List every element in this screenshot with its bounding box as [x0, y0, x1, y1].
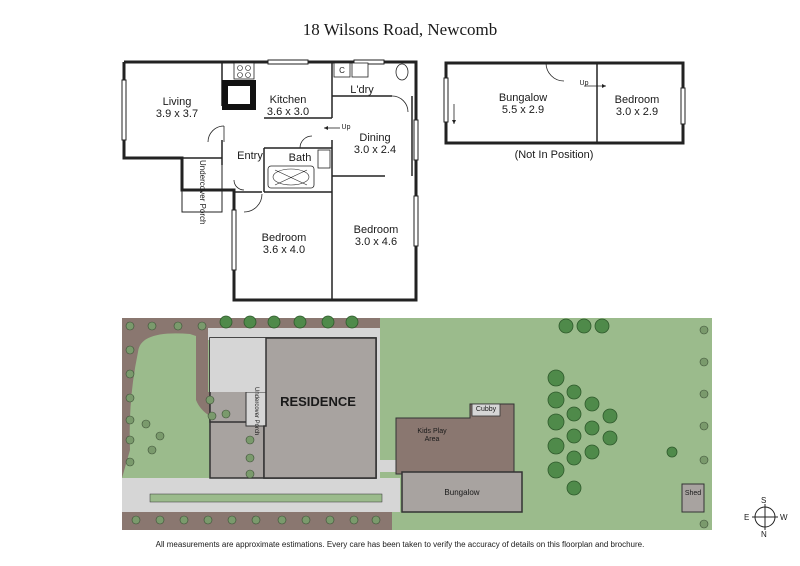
shrubs: [125, 321, 709, 529]
bath-tub: [267, 165, 315, 189]
path-top: [208, 328, 380, 340]
laundry-tub: [351, 62, 369, 78]
trees: [219, 315, 678, 496]
room-porch: Undercover Porch: [198, 160, 207, 225]
bungalow-door: [545, 62, 565, 82]
window-living: [121, 79, 127, 141]
kids-play-area: [395, 403, 515, 475]
disclaimer-footer: All measurements are approximate estimat…: [155, 540, 645, 549]
page-title: 18 Wilsons Road, Newcomb: [302, 20, 498, 39]
compass-n: N: [761, 530, 767, 539]
window-dining: [413, 119, 419, 161]
up-label-bungalow: Up: [579, 80, 589, 87]
site-bungalow: [401, 471, 523, 513]
window-bedroom1: [231, 209, 237, 271]
shed-label: Shed: [684, 490, 702, 497]
wo-label: WO: [231, 93, 247, 103]
stove-icon: [233, 62, 255, 80]
door-bedroom1: [243, 193, 263, 213]
compass-rose: [752, 504, 778, 530]
compass-e: E: [744, 513, 750, 522]
site-bungalow-label: Bungalow: [444, 488, 480, 497]
door-laundry: [391, 95, 409, 113]
site-porch-label: Undercover Porch: [253, 387, 259, 436]
undercover-porch: [181, 157, 223, 213]
window-bedroom2: [413, 195, 419, 247]
cubby-label: Cubby: [475, 406, 497, 413]
window-kitchen: [267, 59, 309, 65]
room-laundry: L'dry: [350, 84, 374, 96]
door-porch: [233, 179, 245, 191]
room-entry: Entry: [237, 150, 263, 162]
up-label-house: Up: [341, 124, 351, 131]
garden-strip: [149, 493, 383, 503]
room-bath: Bath: [288, 152, 312, 164]
shed-building: [681, 483, 705, 513]
not-in-position-note: (Not In Position): [514, 149, 594, 161]
compass-s: S: [761, 496, 767, 505]
door-entry: [207, 125, 225, 143]
c-cupboard: [333, 62, 351, 78]
residence-label: RESIDENCE: [280, 394, 356, 409]
window-laundry: [353, 59, 385, 65]
kids-play-area-label: Kids Play Area: [417, 428, 447, 443]
c-label: C: [339, 66, 345, 75]
toilet-icon: [395, 63, 409, 81]
door-bath: [299, 135, 313, 149]
compass-w: W: [780, 513, 788, 522]
cubby-building: [471, 403, 501, 417]
vanity: [317, 149, 331, 169]
